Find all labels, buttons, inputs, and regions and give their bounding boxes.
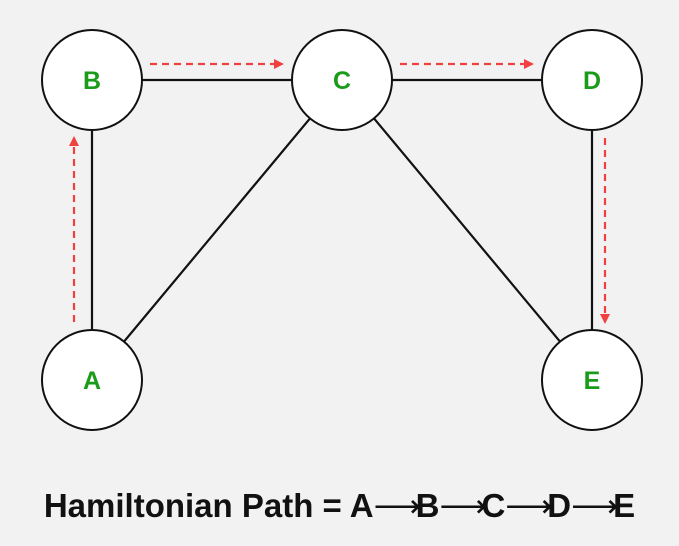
caption-node-d: D (547, 487, 572, 524)
edges-layer (90, 78, 594, 343)
caption-sequence: A⟶B⟶C⟶D⟶E (350, 487, 635, 524)
arrow-symbol: ⟶ (571, 487, 619, 524)
node-c: C (291, 29, 393, 131)
node-label: E (584, 367, 601, 395)
node-circle (541, 329, 643, 431)
node-b: B (41, 29, 143, 131)
edge-c-e (373, 117, 561, 343)
node-circle (541, 29, 643, 131)
node-label: A (83, 367, 101, 395)
node-circle (291, 29, 393, 131)
caption-node-a: A (349, 487, 374, 524)
caption-node-b: B (415, 487, 440, 524)
node-label: B (83, 67, 101, 95)
node-e: E (541, 329, 643, 431)
nodes-layer: A B C D E (41, 29, 643, 431)
arrow-symbol: ⟶ (505, 487, 553, 524)
hamiltonian-path-caption: Hamiltonian Path = A⟶B⟶C⟶D⟶E (0, 486, 679, 526)
arrow-symbol: ⟶ (439, 487, 487, 524)
node-label: C (333, 67, 351, 95)
caption-prefix: Hamiltonian Path = (43, 487, 342, 524)
node-circle (41, 329, 143, 431)
node-a: A (41, 329, 143, 431)
arrow-symbol: ⟶ (373, 487, 421, 524)
node-circle (41, 29, 143, 131)
node-label: D (583, 67, 601, 95)
caption-node-e: E (613, 487, 636, 524)
edge-a-c (123, 117, 311, 343)
node-d: D (541, 29, 643, 131)
path-arrows-layer (69, 59, 610, 324)
caption-node-c: C (481, 487, 506, 524)
